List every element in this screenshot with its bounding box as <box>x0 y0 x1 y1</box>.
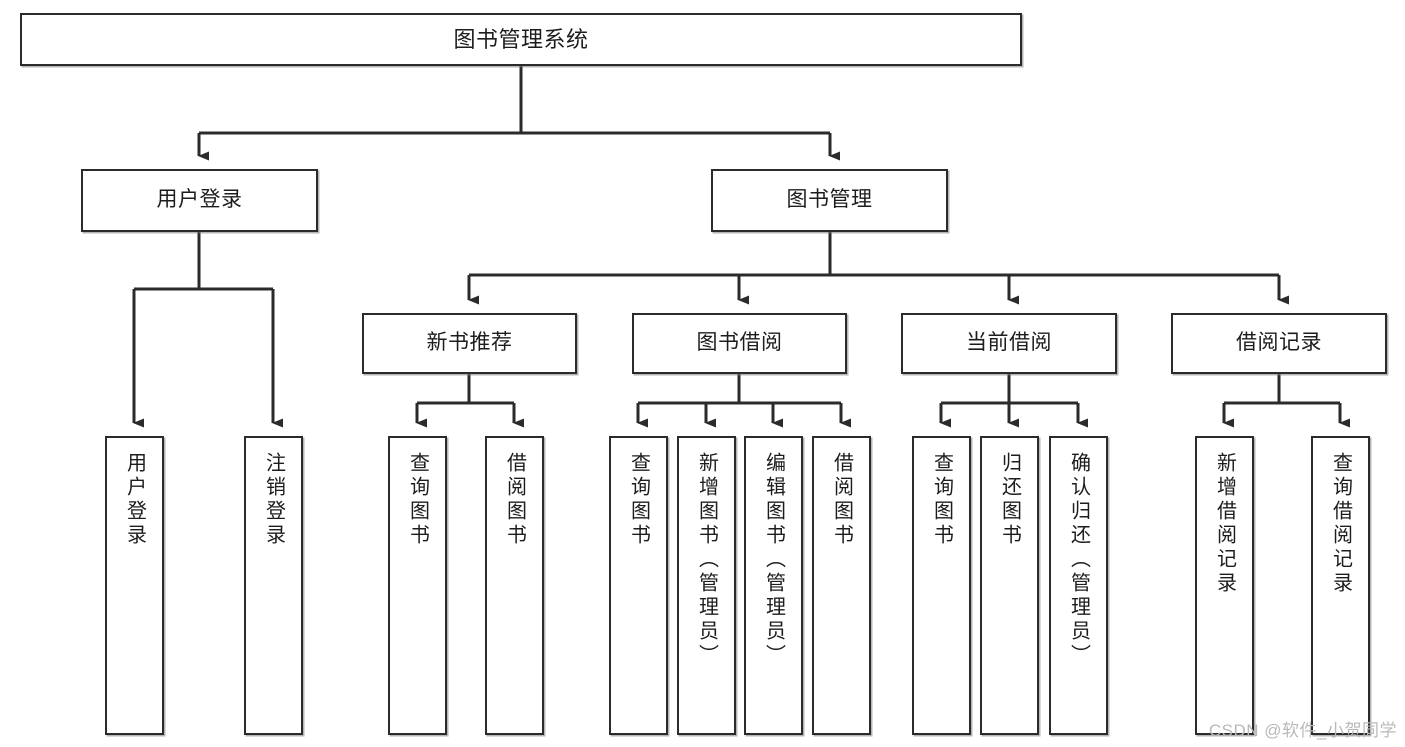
leaf-newbook-borrow-book[interactable]: 借阅图书 <box>485 436 544 735</box>
node-label: 图书借阅 <box>696 331 783 355</box>
leaf-current-query-book[interactable]: 查询图书 <box>912 436 971 735</box>
node-label: 图书管理 <box>786 188 873 212</box>
leaf-user-login-login[interactable]: 用户登录 <box>105 436 164 735</box>
node-label: 图书管理系统 <box>453 26 589 52</box>
node-label: 借阅图书 <box>830 452 853 548</box>
leaf-current-confirm-return-admin[interactable]: 确认归还（管理员） <box>1049 436 1108 735</box>
leaf-borrow-borrow-book[interactable]: 借阅图书 <box>812 436 871 735</box>
node-label: 注销登录 <box>262 452 285 548</box>
node-label: 确认归还（管理员） <box>1067 452 1090 668</box>
node-label: 新增借阅记录 <box>1213 452 1236 596</box>
node-label: 新增图书（管理员） <box>695 452 718 668</box>
node-label: 用户登录 <box>156 188 243 212</box>
leaf-current-return-book[interactable]: 归还图书 <box>980 436 1039 735</box>
node-label: 借阅图书 <box>503 452 526 548</box>
node-label: 查询图书 <box>406 452 429 548</box>
leaf-borrow-query-book[interactable]: 查询图书 <box>609 436 668 735</box>
node-root-library-system[interactable]: 图书管理系统 <box>20 13 1022 66</box>
leaf-borrow-edit-book-admin[interactable]: 编辑图书（管理员） <box>744 436 803 735</box>
leaf-user-login-logout[interactable]: 注销登录 <box>244 436 303 735</box>
node-borrow-record[interactable]: 借阅记录 <box>1171 313 1387 374</box>
node-label: 查询图书 <box>930 452 953 548</box>
node-label: 查询图书 <box>627 452 650 548</box>
node-label: 当前借阅 <box>966 331 1052 355</box>
leaf-borrow-add-book-admin[interactable]: 新增图书（管理员） <box>677 436 736 735</box>
node-label: 查询借阅记录 <box>1329 452 1352 596</box>
leaf-record-query-record[interactable]: 查询借阅记录 <box>1311 436 1370 735</box>
node-current-borrow[interactable]: 当前借阅 <box>901 313 1117 374</box>
node-label: 借阅记录 <box>1236 331 1322 355</box>
leaf-record-add-record[interactable]: 新增借阅记录 <box>1195 436 1254 735</box>
node-label: 新书推荐 <box>426 331 513 355</box>
leaf-newbook-query-book[interactable]: 查询图书 <box>388 436 447 735</box>
node-label: 编辑图书（管理员） <box>762 452 785 668</box>
node-book-borrow[interactable]: 图书借阅 <box>632 313 847 374</box>
node-label: 归还图书 <box>998 452 1021 548</box>
node-new-book-recommend[interactable]: 新书推荐 <box>362 313 577 374</box>
node-user-login[interactable]: 用户登录 <box>81 169 318 232</box>
node-book-management[interactable]: 图书管理 <box>711 169 948 232</box>
node-label: 用户登录 <box>123 452 146 548</box>
